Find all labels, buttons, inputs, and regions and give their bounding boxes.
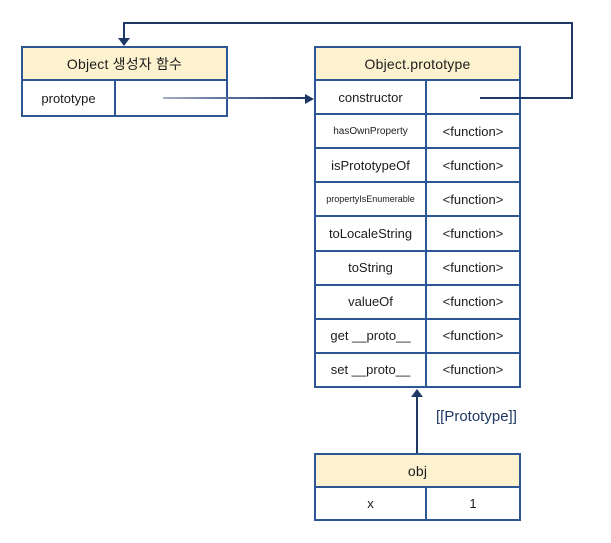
constructor-loop-arrow-segment <box>123 22 125 39</box>
object-prototype-box-rows: constructor hasOwnProperty <function> is… <box>316 81 519 386</box>
property-value-cell: 1 <box>469 496 477 511</box>
constructor-loop-arrow-segment <box>571 22 573 99</box>
arrowhead-down-icon <box>118 38 130 46</box>
constructor-loop-arrow-segment <box>480 97 573 99</box>
table-row: x 1 <box>316 488 519 519</box>
property-value-cell: <function> <box>442 260 504 276</box>
property-value-cell: <function> <box>442 294 504 310</box>
property-name-cell: prototype <box>23 81 116 115</box>
property-name-cell: get __proto__ <box>316 319 427 352</box>
table-row: isPrototypeOf <function> <box>316 147 519 182</box>
prototype-link-arrow-line <box>416 396 418 453</box>
object-constructor-box-title: Object 생성자 함수 <box>23 48 226 81</box>
property-value-cell: <function> <box>442 157 504 173</box>
property-name-cell: toLocaleString <box>316 217 427 250</box>
property-value-cell: <function> <box>442 123 504 139</box>
table-row: toString <function> <box>316 249 519 284</box>
property-name-cell: toString <box>316 251 427 284</box>
object-constructor-box: Object 생성자 함수 prototype <box>21 46 228 117</box>
table-row: prototype <box>23 81 226 115</box>
property-value-cell: <function> <box>442 362 504 378</box>
property-name-cell: x <box>316 488 427 519</box>
property-name-cell: propertyIsEnumerable <box>316 183 427 216</box>
obj-box-title: obj <box>316 455 519 488</box>
table-row: hasOwnProperty <function> <box>316 113 519 148</box>
arrowhead-up-icon <box>411 389 423 397</box>
table-row: toLocaleString <function> <box>316 215 519 250</box>
property-name-cell: constructor <box>316 81 427 114</box>
object-prototype-box-title: Object.prototype <box>316 48 519 81</box>
table-row: set __proto__ <function> <box>316 351 519 386</box>
property-name-cell: valueOf <box>316 285 427 318</box>
obj-box-rows: x 1 <box>316 488 519 519</box>
property-name-cell: set __proto__ <box>316 353 427 386</box>
property-value-cell: <function> <box>442 225 504 241</box>
property-value-cell: <function> <box>442 191 504 207</box>
table-row: propertyIsEnumerable <function> <box>316 181 519 216</box>
object-prototype-box: Object.prototype constructor hasOwnPrope… <box>314 46 521 388</box>
property-value-cell: <function> <box>442 328 504 344</box>
prototype-arrow-line <box>163 97 305 99</box>
object-constructor-box-rows: prototype <box>23 81 226 115</box>
property-name-cell: hasOwnProperty <box>316 115 427 148</box>
table-row: constructor <box>316 81 519 114</box>
arrowhead-right-icon <box>305 94 314 104</box>
property-name-cell: isPrototypeOf <box>316 149 427 182</box>
table-row: get __proto__ <function> <box>316 317 519 352</box>
table-row: valueOf <function> <box>316 283 519 318</box>
prototype-link-label: [[Prototype]] <box>436 408 517 425</box>
constructor-loop-arrow-segment <box>123 22 573 24</box>
obj-box: obj x 1 <box>314 453 521 521</box>
